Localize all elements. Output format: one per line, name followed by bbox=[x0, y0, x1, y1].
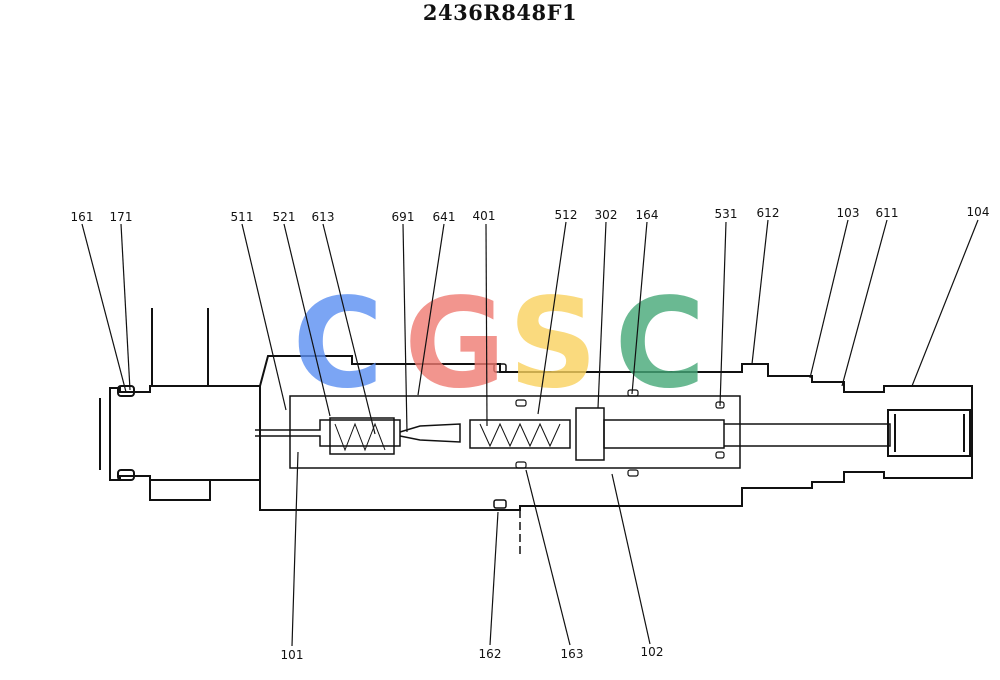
label-611: 611 bbox=[876, 206, 899, 220]
label-612: 612 bbox=[757, 206, 780, 220]
label-521: 521 bbox=[273, 210, 296, 224]
label-104: 104 bbox=[967, 205, 990, 219]
valve-body bbox=[99, 308, 973, 555]
label-162: 162 bbox=[479, 647, 502, 661]
label-511: 511 bbox=[231, 210, 254, 224]
label-401: 401 bbox=[473, 209, 496, 223]
label-102: 102 bbox=[641, 645, 664, 659]
drawing-title: 2436R848F1 bbox=[422, 0, 578, 25]
label-531: 531 bbox=[715, 207, 738, 221]
label-171: 171 bbox=[110, 210, 133, 224]
watermark-letter-3: S bbox=[508, 272, 597, 416]
label-163: 163 bbox=[561, 647, 584, 661]
label-101: 101 bbox=[281, 648, 304, 662]
watermark-letter-1: C bbox=[292, 272, 383, 416]
label-512: 512 bbox=[555, 208, 578, 222]
part-labels: 161 171 511 521 613 691 641 401 512 302 … bbox=[71, 205, 990, 662]
watermark-letter-4: C bbox=[614, 272, 705, 416]
label-613: 613 bbox=[312, 210, 335, 224]
label-161: 161 bbox=[71, 210, 94, 224]
leader-lines bbox=[81, 219, 979, 647]
watermark: C G S C bbox=[292, 272, 705, 416]
watermark-letter-2: G bbox=[404, 272, 506, 416]
label-164: 164 bbox=[636, 208, 659, 222]
label-691: 691 bbox=[392, 210, 415, 224]
label-641: 641 bbox=[433, 210, 456, 224]
label-103: 103 bbox=[837, 206, 860, 220]
label-302: 302 bbox=[595, 208, 618, 222]
